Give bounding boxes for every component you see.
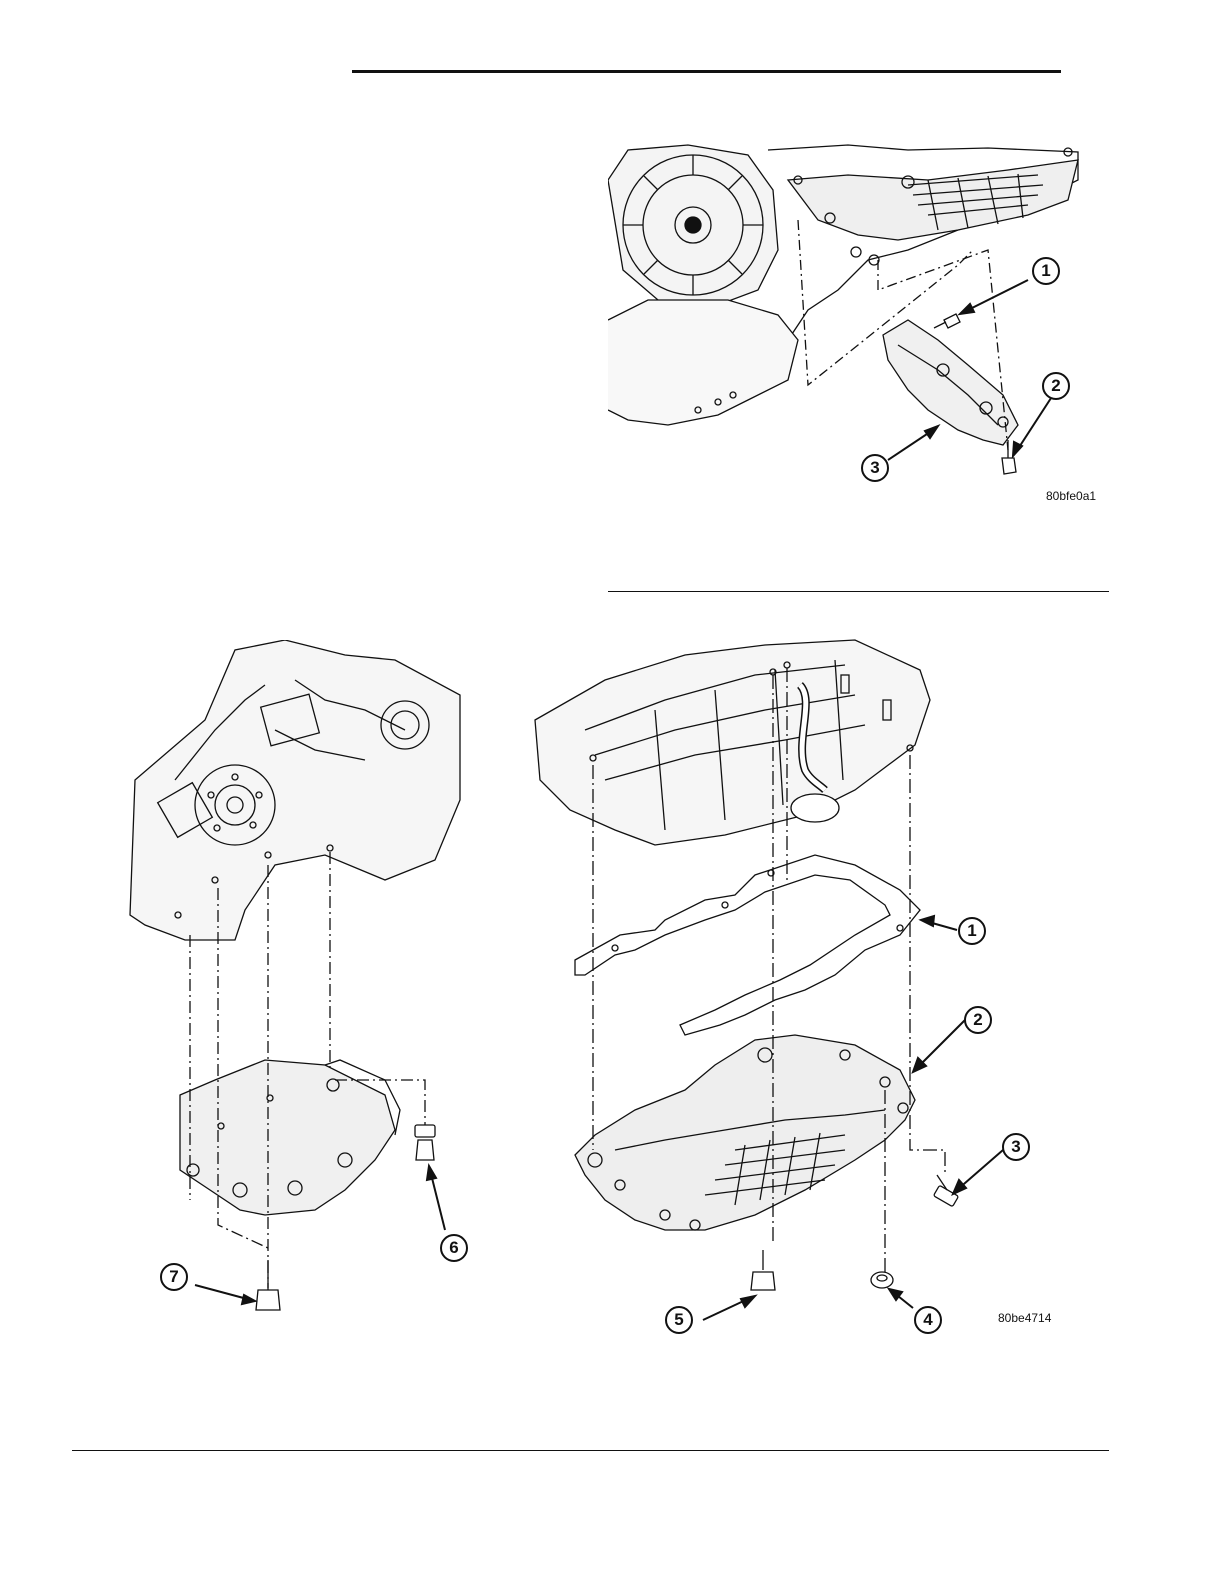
callout-4: 4: [914, 1306, 942, 1334]
callout-6: 6: [440, 1234, 468, 1262]
callout-5: 5: [665, 1306, 693, 1334]
callout-3: 3: [861, 454, 889, 482]
figure-id-label: 80be4714: [998, 1311, 1051, 1325]
callout-7: 7: [160, 1263, 188, 1291]
figure-id-label: 80bfe0a1: [1046, 489, 1096, 503]
footer-rule: [72, 1450, 1109, 1451]
callout-2: 2: [964, 1006, 992, 1034]
figure-2b-illustration: [525, 630, 1065, 1340]
figure-transmission-bracket: 1 2 3 80bfe0a1: [608, 140, 1108, 520]
header-rule: [352, 70, 1061, 73]
figure-1-illustration: [608, 140, 1108, 520]
callout-3: 3: [1002, 1133, 1030, 1161]
callout-2: 2: [1042, 372, 1070, 400]
figure-2a-illustration: [125, 640, 495, 1330]
figure-divider-rule: [608, 591, 1109, 592]
figure-oil-pan-side-view: 6 7: [125, 640, 495, 1330]
callout-1: 1: [958, 917, 986, 945]
callout-1: 1: [1032, 257, 1060, 285]
figure-oil-pan-exploded-view: 1 2 3 4 5 80be4714: [525, 630, 1065, 1340]
